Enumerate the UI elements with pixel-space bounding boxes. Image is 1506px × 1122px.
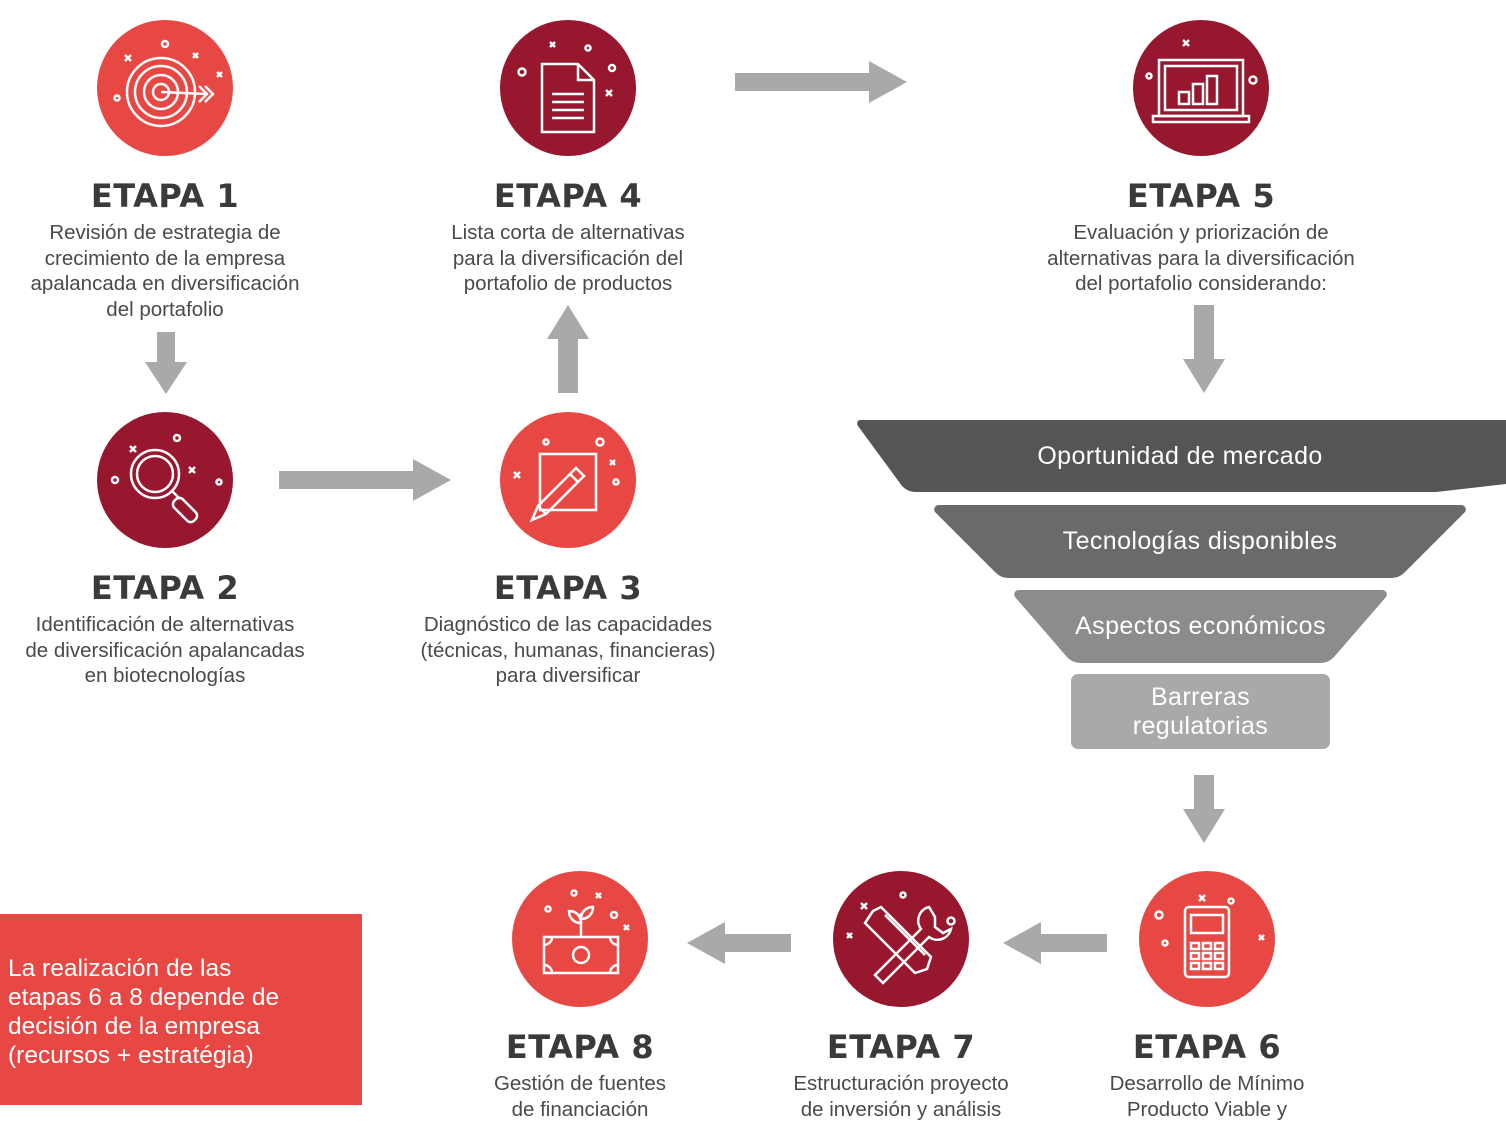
target-icon [113,39,223,128]
note-box: La realización de las etapas 6 a 8 depen… [0,914,362,1105]
stage-8-circle [512,871,648,1007]
tools-icon [846,891,956,985]
stage-7-title: ETAPA 7 [826,1028,976,1066]
stage-5: ETAPA 5 Evaluación y priorización de alt… [1031,20,1371,297]
stage-6-desc: Desarrollo de Mínimo Producto Viable y [1109,1072,1305,1121]
stage-4-circle [500,20,636,156]
arrow-stage2-to-stage3 [279,459,451,501]
pencil-frame-icon [513,437,620,523]
funnel-layer-2: Tecnologías disponibles [933,503,1467,579]
stage-2-circle [97,412,233,548]
stage-5-desc: Evaluación y priorización de alternativa… [1047,221,1355,295]
funnel-label-market: Oportunidad de mercado [1037,441,1323,470]
stage-7: ETAPA 7 Estructuración proyecto de inver… [731,871,1071,1122]
stage-8: ETAPA 8 Gestión de fuentes de financiaci… [410,871,750,1122]
stage-5-circle [1133,20,1269,156]
stage-1-circle [97,20,233,156]
stage-1-desc: Revisión de estrategia de crecimiento de… [30,221,300,321]
funnel-label-technologies: Tecnologías disponibles [1062,526,1338,555]
funnel-label-regulatory: Barreras regulatorias [1132,682,1269,740]
stage-4: ETAPA 4 Lista corta de alternativas para… [398,20,738,297]
stage-8-desc: Gestión de fuentes de financiación [493,1072,667,1121]
stage-6: ETAPA 6 Desarrollo de Mínimo Producto Vi… [1037,871,1377,1122]
arrow-stage4-to-stage5 [735,61,907,103]
stage-1: ETAPA 1 Revisión de estrategia de crecim… [0,20,335,322]
document-icon [517,41,617,134]
stage-4-title: ETAPA 4 [493,177,643,215]
funnel-layer-1: Oportunidad de mercado [854,418,1506,494]
stage-3-title: ETAPA 3 [493,569,643,607]
arrow-stage5-to-funnel [1183,305,1225,393]
calculator-icon [1154,894,1265,979]
stage-2: ETAPA 2 Identificación de alternativas d… [0,412,335,689]
stage-3: ETAPA 3 Diagnóstico de las capacidades (… [398,412,738,689]
arrow-stage1-to-stage2 [145,332,187,394]
stage-1-title: ETAPA 1 [90,177,240,215]
stage-8-title: ETAPA 8 [505,1028,655,1066]
arrow-stage3-to-stage4 [547,305,589,393]
stage-7-desc: Estructuración proyecto de inversión y a… [793,1072,1009,1121]
funnel-label-economic: Aspectos económicos [1075,612,1326,640]
arrow-stage7-to-stage8 [687,922,791,964]
stage-6-title: ETAPA 6 [1132,1028,1282,1066]
stage-7-circle [833,871,969,1007]
stage-4-desc: Lista corta de alternativas para la dive… [451,221,685,295]
stage-5-title: ETAPA 5 [1126,177,1276,215]
money-plant-icon [542,889,630,975]
funnel-layer-3: Aspectos económicos [1013,589,1388,664]
laptop-chart-icon [1145,39,1258,124]
arrow-stage6-to-stage7 [1003,922,1107,964]
stage-6-circle [1139,871,1275,1007]
arrow-funnel-to-stage6 [1183,775,1225,843]
stage-3-desc: Diagnóstico de las capacidades (técnicas… [420,613,716,687]
magnifier-icon [110,433,223,524]
funnel-layer-4: Barreras regulatorias [1071,674,1330,749]
stage-3-circle [500,412,636,548]
stage-2-title: ETAPA 2 [90,569,240,607]
stage-2-desc: Identificación de alternativas de divers… [25,613,305,687]
